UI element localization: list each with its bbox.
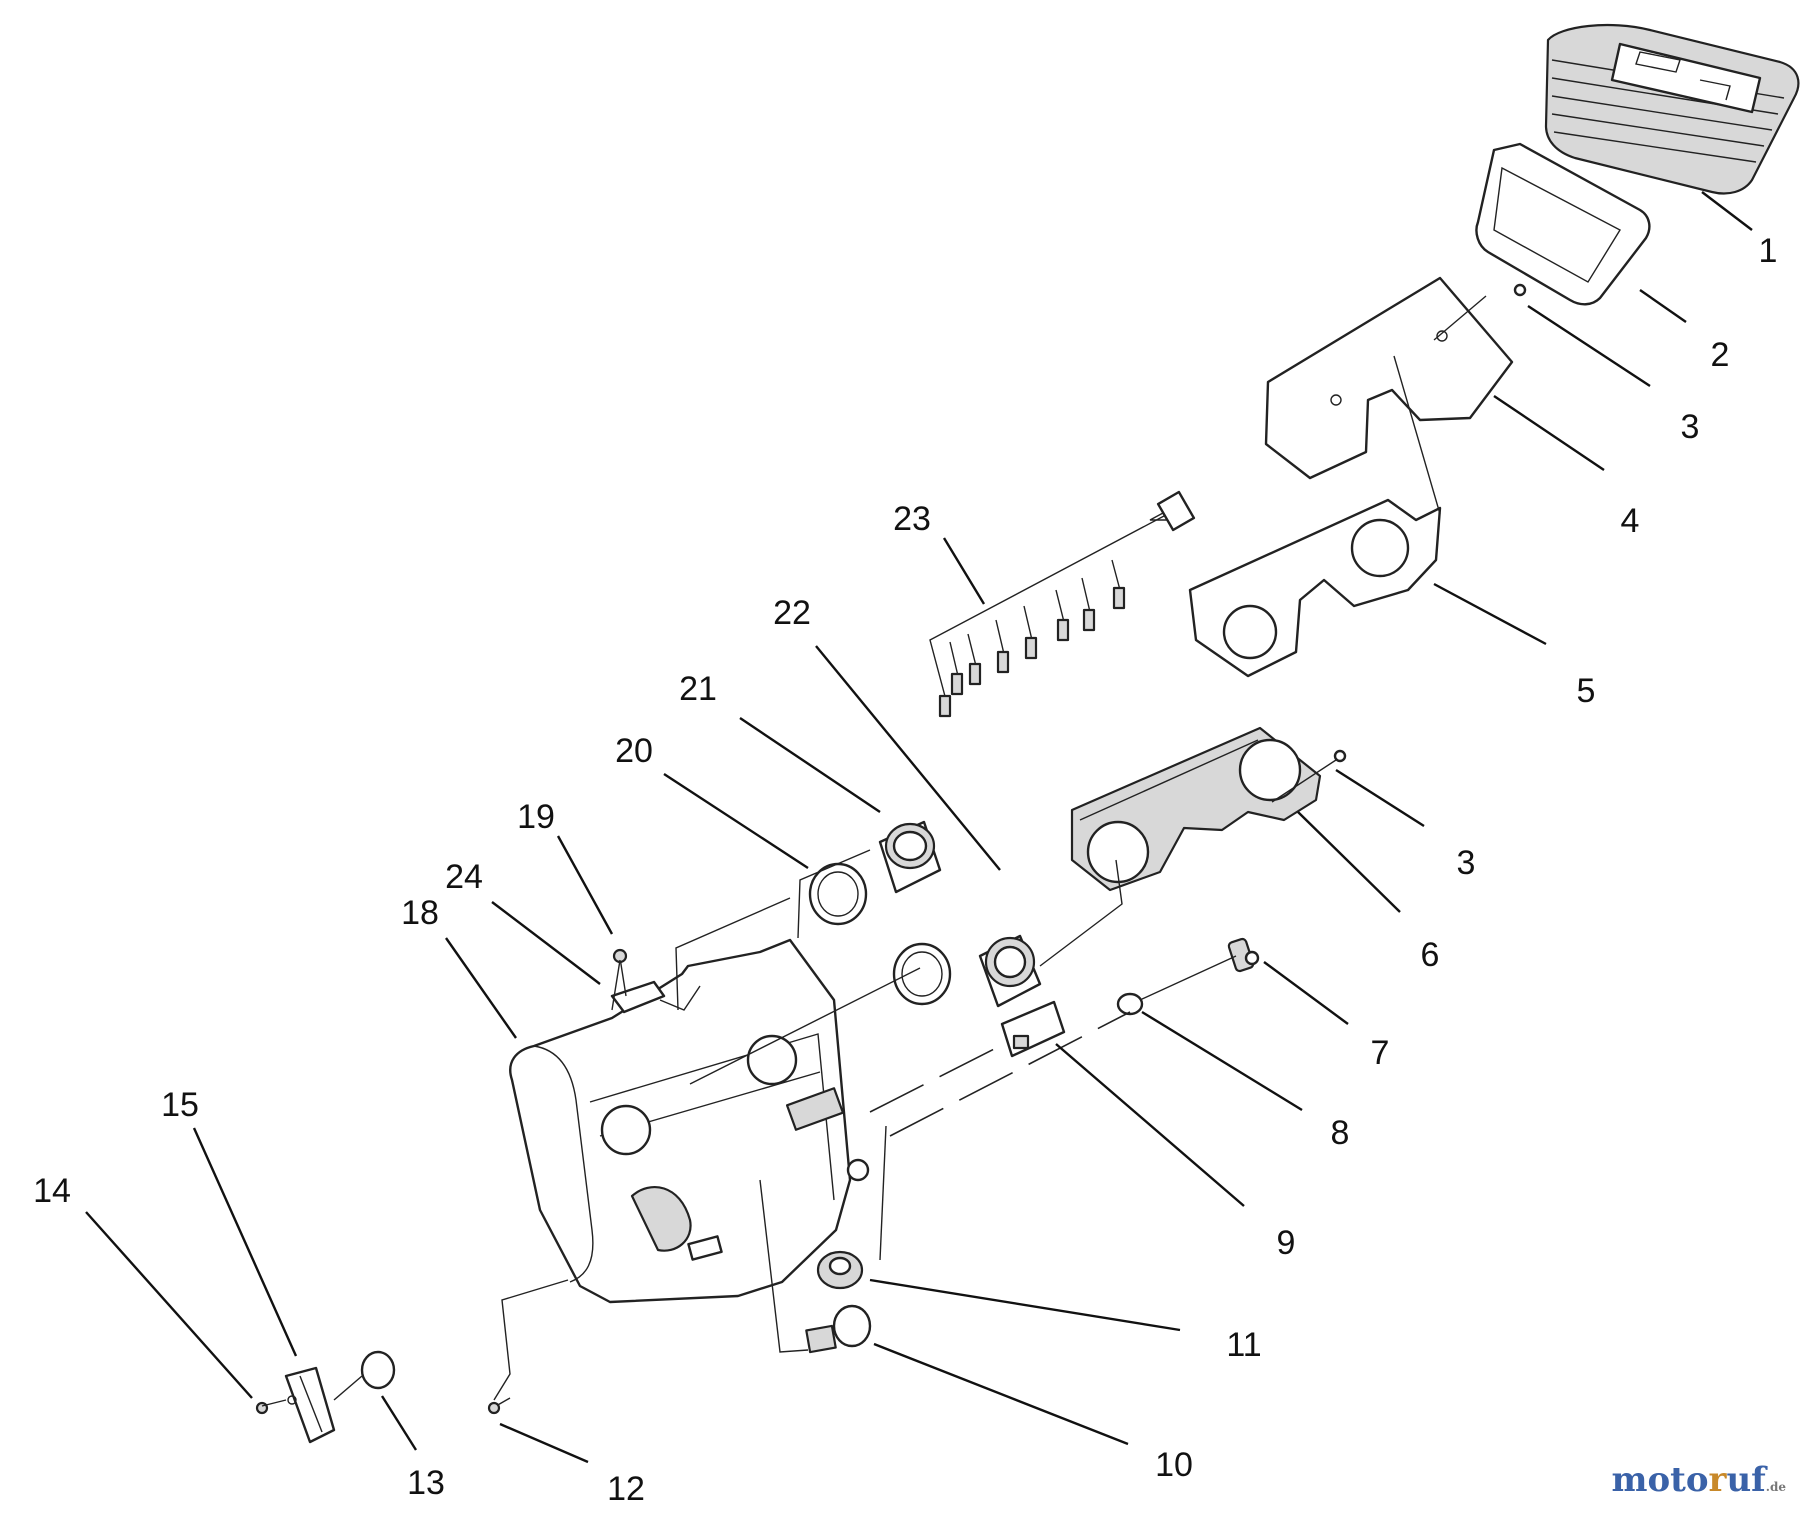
part-13-lamp bbox=[360, 1350, 396, 1390]
leader-lines bbox=[85, 191, 1753, 1464]
part-22-gauge bbox=[978, 934, 1042, 1008]
callout-7: 7 bbox=[1371, 1034, 1390, 1072]
callout-19: 19 bbox=[517, 798, 555, 836]
part-20-ring bbox=[808, 862, 868, 926]
part-1-boot bbox=[1544, 23, 1800, 195]
callout-8: 8 bbox=[1331, 1114, 1350, 1152]
assembly-lines bbox=[261, 295, 1487, 1407]
part-10-switch bbox=[805, 1304, 872, 1354]
part-23-harness bbox=[929, 490, 1196, 718]
part-5-overlay bbox=[1188, 498, 1442, 678]
part-7-key bbox=[1227, 937, 1260, 973]
part-2-gasket bbox=[1475, 142, 1651, 306]
part-11-switch bbox=[816, 1250, 864, 1290]
callout-14: 14 bbox=[33, 1172, 71, 1210]
callout-3-lower: 3 bbox=[1457, 844, 1476, 882]
callout-1: 1 bbox=[1759, 232, 1778, 270]
part-20b-ring bbox=[892, 942, 952, 1006]
part-3-screw-upper bbox=[1513, 283, 1527, 297]
part-15-bracket bbox=[284, 1366, 336, 1444]
callout-labels: 1 2 3 3 4 5 6 7 8 9 10 11 12 13 14 15 18… bbox=[33, 232, 1777, 1508]
part-18-console bbox=[509, 938, 870, 1304]
callout-15: 15 bbox=[161, 1086, 199, 1124]
callout-9: 9 bbox=[1277, 1224, 1296, 1262]
callout-20: 20 bbox=[615, 732, 653, 770]
part-12-screw bbox=[487, 1397, 511, 1415]
callout-22: 22 bbox=[773, 594, 811, 632]
callout-11: 11 bbox=[1226, 1326, 1261, 1364]
callout-13: 13 bbox=[407, 1464, 445, 1502]
callout-3-upper: 3 bbox=[1681, 408, 1700, 446]
callout-12: 12 bbox=[607, 1470, 645, 1508]
part-3-screw-lower bbox=[1333, 749, 1347, 763]
callout-6: 6 bbox=[1421, 936, 1440, 974]
part-6-bezel bbox=[1070, 726, 1322, 892]
part-24-bracket bbox=[610, 980, 666, 1014]
motoruf-watermark: motoruf.de bbox=[1611, 1460, 1786, 1500]
callout-24: 24 bbox=[445, 858, 483, 896]
callout-21: 21 bbox=[679, 670, 717, 708]
callout-2: 2 bbox=[1711, 336, 1730, 374]
part-8-nut bbox=[1116, 992, 1144, 1016]
part-21-gauge bbox=[878, 820, 942, 894]
callout-5: 5 bbox=[1577, 672, 1596, 710]
callout-23: 23 bbox=[893, 500, 931, 538]
callout-10: 10 bbox=[1155, 1446, 1193, 1484]
callout-18: 18 bbox=[401, 894, 439, 932]
part-4-decal bbox=[1264, 276, 1514, 480]
callout-4: 4 bbox=[1621, 502, 1640, 540]
part-9-switch bbox=[1000, 1000, 1066, 1058]
